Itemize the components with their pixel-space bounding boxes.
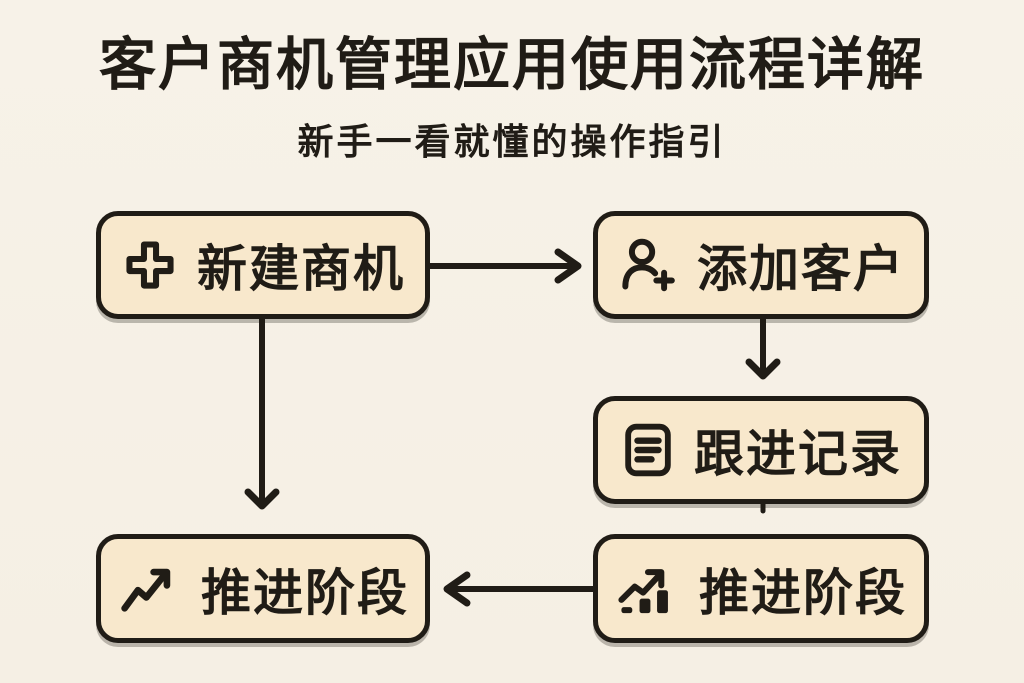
page-subtitle: 新手一看就懂的操作指引 [297,120,727,162]
user-plus-icon [622,238,675,292]
flow-node-label: 推进阶段 [699,564,907,621]
trend-up-icon [121,568,171,612]
flow-node-create-opportunity: 新建商机 [96,211,430,319]
chart-increasing-icon [618,568,668,613]
arrow-create-to-add-customer [427,248,582,284]
flow-node-advance-stage: 推进阶段 [96,534,430,643]
flow-node-follow-up-record: 跟进记录 [593,396,929,504]
flow-node-advance-stage: 推进阶段 [593,534,929,643]
flow-node-add-customer: 添加客户 [593,211,929,319]
flow-node-label: 推进阶段 [201,564,409,621]
plus-icon [126,241,174,289]
header: 客户商机管理应用使用流程详解 新手一看就懂的操作指引 [0,34,1024,165]
page-title: 客户商机管理应用使用流程详解 [99,33,925,97]
arrow-add-customer-to-follow-up [745,315,781,380]
flow-node-label: 添加客户 [697,241,905,297]
document-icon [625,423,671,477]
arrow-create-to-advance-left [244,315,280,510]
arrow-advance-right-to-advance-left [443,571,596,607]
flow-node-label: 跟进记录 [694,426,902,482]
flow-node-label: 新建商机 [197,241,405,297]
